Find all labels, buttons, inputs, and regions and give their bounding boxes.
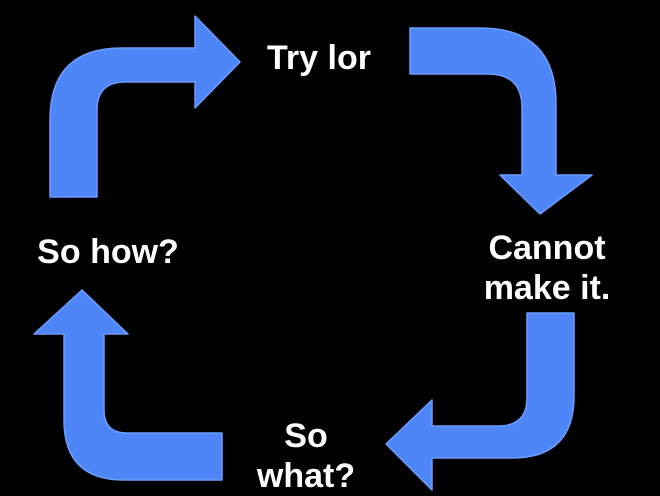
label-so-what-line2: what? [256, 457, 356, 495]
arrow-left-to-top [49, 15, 241, 198]
label-try-lor-text: Try lor [267, 39, 371, 77]
arrow-top-to-right [409, 27, 593, 215]
label-try-lor: Try lor [244, 38, 394, 78]
arrow-right-to-bottom [385, 312, 575, 491]
label-cannot-make-it-line2: make it. [483, 269, 611, 307]
label-so-what: So what? [236, 416, 376, 496]
arrow-bottom-to-left [33, 289, 223, 481]
label-cannot-make-it: Cannot make it. [462, 228, 632, 308]
label-so-how: So how? [18, 232, 198, 272]
label-cannot-make-it-line1: Cannot [488, 229, 606, 267]
label-so-what-line1: So [284, 417, 328, 455]
label-so-how-text: So how? [37, 233, 179, 271]
